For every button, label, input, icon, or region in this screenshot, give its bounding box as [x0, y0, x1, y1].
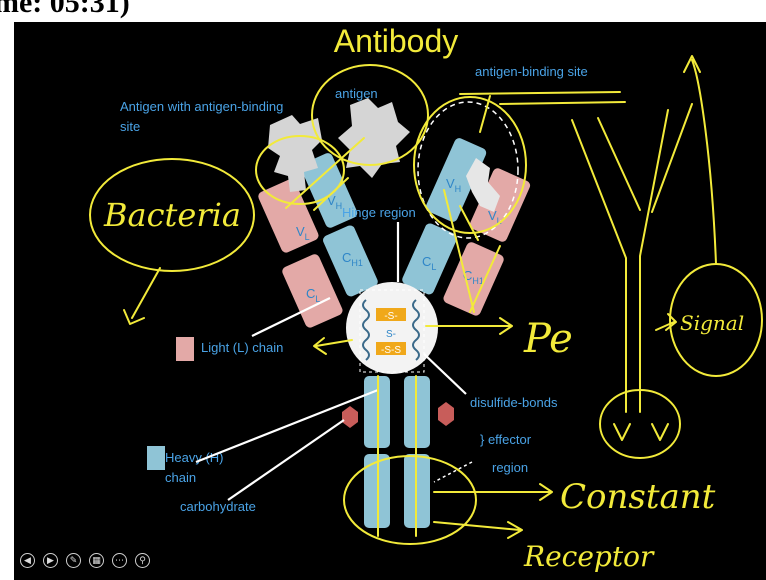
- pointer-disulfide: [424, 354, 466, 394]
- ink-y-antibody: [572, 104, 692, 412]
- ink-bacteria: Bacteria: [103, 196, 241, 234]
- label-antigen: antigen: [335, 86, 378, 101]
- ink-signal-up-arrow: [684, 56, 716, 264]
- label-heavy-chain: Heavy (H): [165, 450, 224, 465]
- ink-signal-arrow: [656, 314, 676, 330]
- slide-icon[interactable]: ▦: [89, 553, 104, 568]
- ink-constant: Constant: [560, 477, 716, 517]
- slide-title: Antibody: [334, 23, 459, 59]
- slide: .lbl { font-family:"Liberation Sans", sa…: [14, 22, 766, 580]
- carbohydrate-right: [438, 402, 454, 426]
- label-disulfide-bonds: disulfide-bonds: [470, 395, 558, 410]
- antigen-blob-center: [338, 98, 410, 178]
- label-carbohydrate: carbohydrate: [180, 499, 256, 514]
- pointer-effector: [434, 462, 472, 482]
- ink-binding-underline: [460, 92, 625, 132]
- ink-signal: Signal: [680, 311, 744, 335]
- ink-pe-arrow: [426, 318, 512, 334]
- slideshow-controls: ◀ ▶ ✎ ▦ ⋯ ⚲: [20, 553, 150, 568]
- legend-heavy-chain-swatch: [147, 446, 165, 470]
- label-antigen-with-site: Antigen with antigen-binding: [120, 99, 283, 114]
- ink-left-arrow: [314, 338, 352, 354]
- label-antigen-binding-site: antigen-binding site: [475, 64, 588, 79]
- ink-y-base-arrows: [614, 424, 668, 440]
- top-strip: me: 05:31): [0, 0, 766, 22]
- pen-icon[interactable]: ✎: [66, 553, 81, 568]
- ss-top: -S-: [384, 311, 397, 322]
- prev-icon[interactable]: ◀: [20, 553, 35, 568]
- label-effector-region: } effector: [480, 432, 532, 447]
- label-hinge-region: Hinge region: [342, 205, 416, 220]
- time-fragment: me: 05:31): [0, 0, 130, 20]
- carbohydrate-left: [342, 406, 358, 428]
- label-heavy-chain-2: chain: [165, 470, 196, 485]
- next-icon[interactable]: ▶: [43, 553, 58, 568]
- zoom-icon[interactable]: ⚲: [135, 553, 150, 568]
- label-light-chain: Light (L) chain: [201, 340, 283, 355]
- label-effector-region-2: region: [492, 460, 528, 475]
- ink-receptor: Receptor: [523, 540, 655, 573]
- label-antigen-with-site-2: site: [120, 119, 140, 134]
- ink-constant-arrows: [434, 484, 552, 538]
- pointer-carbohydrate: [228, 420, 344, 500]
- ink-bacteria-arrow: [124, 268, 160, 324]
- antibody-diagram: .lbl { font-family:"Liberation Sans", sa…: [14, 22, 766, 580]
- more-icon[interactable]: ⋯: [112, 553, 127, 568]
- ss-bottom: -S-S: [381, 345, 401, 356]
- ink-pe: Pe: [523, 316, 573, 362]
- legend-light-chain-swatch: [176, 337, 194, 361]
- ss-mid: S-: [386, 329, 396, 340]
